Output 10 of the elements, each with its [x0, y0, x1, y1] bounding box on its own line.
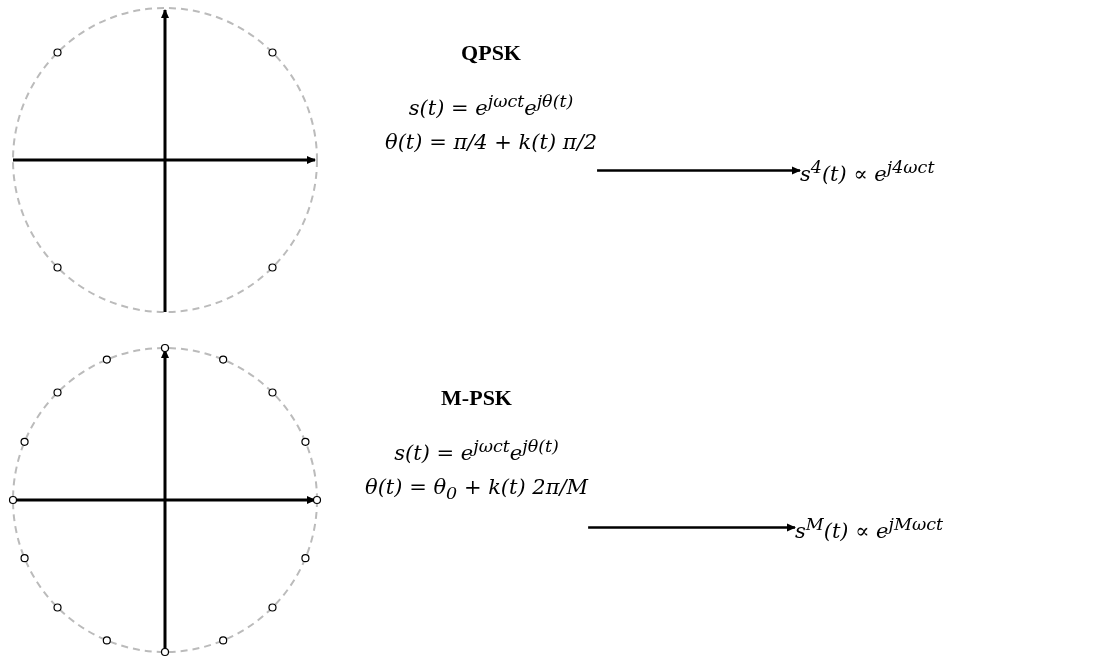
formula: θ(t) = θ$_{0}$ + k(t) 2π/M	[365, 474, 589, 506]
formula: s$^{M}$(t) ∝ e$^{jMωct}$	[795, 513, 943, 545]
formula: s(t) = e$^{jωct}$e$^{jθ(t)}$	[394, 435, 559, 467]
formula-heading: QPSK	[461, 40, 521, 66]
formula: θ(t) = π/4 + k(t) π/2	[385, 129, 598, 156]
arrow	[588, 523, 796, 532]
arrow	[597, 166, 801, 175]
formula: s(t) = e$^{jωct}$e$^{jθ(t)}$	[408, 90, 574, 122]
formula: s$^{4}$(t) ∝ e$^{j4ωct}$	[800, 156, 935, 188]
formula-heading: M-PSK	[441, 385, 512, 411]
